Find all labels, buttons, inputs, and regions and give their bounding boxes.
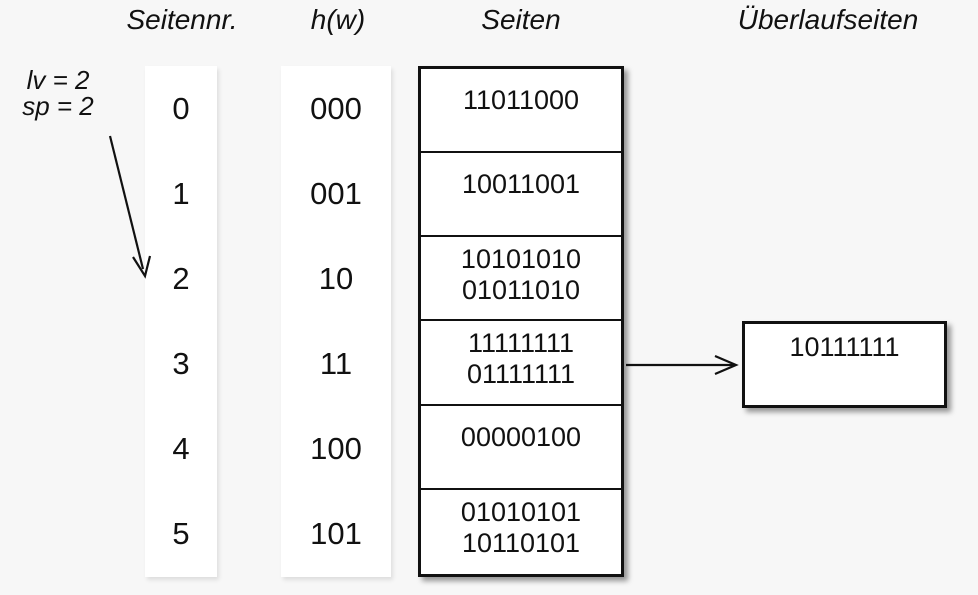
page-number-column: 0 1 2 3 4 5	[145, 66, 217, 577]
split-pointer-arrow	[108, 135, 152, 279]
hash-value-label: 11	[319, 345, 353, 381]
split-pointer-value: sp = 2	[22, 91, 94, 121]
page-entry: 00000100	[460, 421, 582, 452]
state-annotation: lv = 2 sp = 2	[14, 67, 102, 119]
page-entry: 11011000	[462, 85, 580, 115]
page-number-label: 0	[172, 90, 190, 126]
column-header-ueberlaufseiten: Überlaufseiten	[737, 4, 919, 35]
page-number-label: 3	[172, 345, 190, 381]
page-entry: 01010101	[460, 496, 582, 527]
column-header-seitennr: Seitennr.	[126, 4, 238, 35]
overflow-page-box: 10111111	[742, 321, 947, 408]
page-entry: 01111111	[466, 359, 576, 390]
hash-value-label: 100	[310, 430, 362, 466]
page-cell: 10011001	[421, 153, 621, 238]
page-cell: 11011000	[421, 69, 621, 154]
overflow-entry: 10111111	[789, 332, 900, 362]
page-entry: 10101010	[460, 244, 582, 275]
hash-value-label: 10	[318, 260, 354, 296]
page-entry: 10011001	[461, 169, 581, 200]
page-number-label: 1	[172, 175, 190, 211]
column-header-hash-function: h(w)	[310, 4, 366, 35]
page-entry: 11111111	[467, 328, 575, 359]
page-entry: 10110101	[461, 527, 581, 558]
page-cell: 00000100	[421, 406, 621, 490]
hash-value-label: 101	[310, 515, 362, 551]
page-number-label: 4	[172, 430, 190, 466]
hash-value-column: 000 001 10 11 100 101	[281, 66, 391, 577]
level-value: lv = 2	[26, 65, 90, 95]
page-number-label: 5	[172, 515, 190, 551]
column-header-seiten: Seiten	[481, 4, 561, 35]
hash-value-label: 001	[310, 175, 362, 211]
page-number-label: 2	[172, 260, 190, 296]
overflow-arrow	[626, 354, 739, 376]
hash-value-label: 000	[310, 90, 362, 126]
page-entry: 01011010	[461, 275, 581, 306]
